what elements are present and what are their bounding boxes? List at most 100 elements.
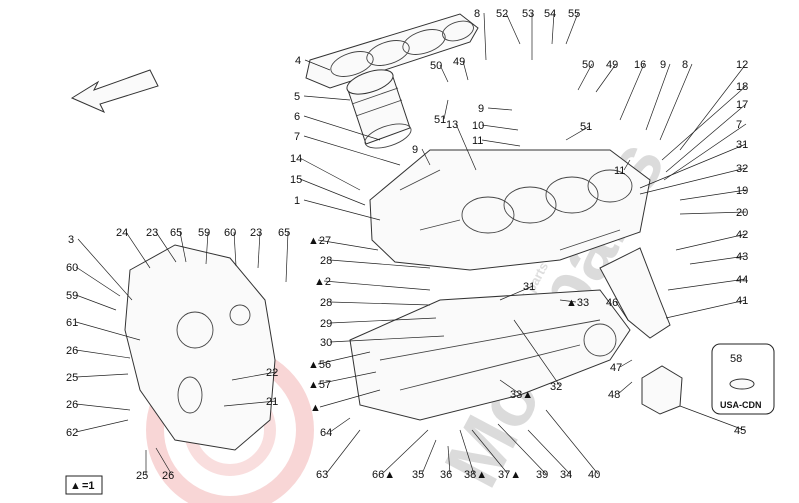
callout-label-9a: 9 [478, 103, 484, 115]
leader-line [329, 417, 351, 433]
leader-line [661, 85, 747, 161]
callout-label-12: 12 [736, 59, 748, 71]
leader-line [75, 403, 131, 411]
leader-line [75, 419, 129, 433]
leader-line [77, 238, 133, 301]
leader-line [125, 231, 151, 269]
callout-label-8b: 8 [682, 59, 688, 71]
leader-line [565, 125, 591, 141]
callout-label-33b: 33▲ [510, 389, 533, 401]
callout-label-9c: 9 [660, 59, 666, 71]
leader-line [459, 429, 475, 475]
leader-line [545, 409, 599, 475]
leader-line [329, 317, 437, 324]
leader-line [231, 371, 277, 381]
callout-label-56: ▲56 [308, 359, 331, 371]
leader-line [471, 429, 509, 475]
callout-label-3: 3 [68, 234, 74, 246]
leader-line [75, 321, 141, 341]
callout-label-36: 36 [440, 469, 452, 481]
callout-label-65a: 65 [170, 227, 182, 239]
callout-label-5: 5 [294, 91, 300, 103]
direction-arrow-icon [70, 69, 159, 114]
leader-line [505, 12, 521, 45]
leader-line [317, 239, 379, 251]
usa-cdn-note: 58 USA-CDN [711, 343, 775, 415]
leader-line [679, 63, 747, 151]
leader-line [645, 63, 671, 131]
leader-line [325, 429, 361, 475]
leader-line [155, 231, 177, 263]
leader-line [303, 135, 401, 166]
leader-line [421, 439, 437, 475]
leader-line [483, 12, 487, 61]
leader-line [615, 301, 629, 321]
leader-line [421, 148, 431, 166]
head-gasket [305, 13, 479, 89]
callout-label-39: 39 [536, 469, 548, 481]
leader-line [639, 167, 747, 195]
note-code: USA-CDN [720, 400, 762, 410]
leader-line [455, 123, 477, 171]
leader-line [75, 373, 129, 378]
leader-line [75, 349, 131, 359]
leader-line [667, 278, 747, 291]
callout-label-49b: 49 [606, 59, 618, 71]
leader-line [665, 299, 747, 319]
washer-icon [729, 378, 755, 390]
legend-symbol: ▲ [70, 480, 81, 492]
leader-line [299, 157, 361, 191]
callout-label-15: 15 [290, 174, 302, 186]
callout-label-14: 14 [290, 153, 302, 165]
callout-label-11b: 11 [614, 165, 625, 177]
callout-label-33a: ▲33 [566, 297, 589, 309]
leader-line [317, 371, 377, 385]
legend-text: =1 [82, 480, 95, 492]
leader-line [481, 124, 519, 131]
leader-line [317, 351, 371, 365]
leader-line [299, 178, 366, 206]
callout-label-17: 17 [736, 99, 748, 111]
callout-label-43: 43 [736, 251, 748, 263]
callout-label-61: 61 [66, 317, 78, 329]
leader-line [595, 63, 617, 93]
callout-label-23b: 23 [250, 227, 262, 239]
callout-label-8a: 8 [474, 8, 480, 20]
callout-label-26c: 26 [162, 470, 174, 482]
callout-label-66: 66▲ [372, 469, 395, 481]
leader-line [439, 64, 449, 83]
leader-line [285, 231, 289, 283]
callout-label-26b: 26 [66, 399, 78, 411]
leader-line [499, 379, 521, 395]
callout-label-53: 53 [522, 8, 534, 20]
leader-line [619, 359, 633, 368]
leader-line [513, 319, 561, 387]
callout-label-50b: 50 [582, 59, 594, 71]
callout-label-60b: 60 [66, 262, 78, 274]
leader-line [381, 429, 429, 475]
leader-line [303, 115, 381, 141]
callout-label-47: 47 [610, 362, 622, 374]
leader-lines [75, 12, 747, 476]
callout-label-52: 52 [496, 8, 508, 20]
callout-label-32a: 32 [736, 163, 748, 175]
leader-line [689, 255, 747, 265]
leader-line [323, 280, 431, 291]
leader-line [303, 95, 351, 101]
leader-line [447, 445, 451, 475]
callout-label-22: 22 [266, 367, 278, 379]
leader-line [565, 12, 579, 45]
leader-line [75, 294, 117, 311]
leader-line [551, 12, 555, 45]
leader-line [304, 59, 331, 71]
callout-label-27: ▲27 [308, 235, 331, 247]
callout-label-7b: 7 [736, 119, 742, 131]
callout-label-28a: 28 [320, 255, 332, 267]
callout-label-10: 10 [472, 120, 484, 132]
callout-label-1: 1 [294, 195, 300, 207]
leader-line [75, 266, 121, 297]
leader-line [617, 381, 633, 395]
leader-line [679, 211, 747, 215]
callout-label-51a: 51 [434, 114, 446, 126]
